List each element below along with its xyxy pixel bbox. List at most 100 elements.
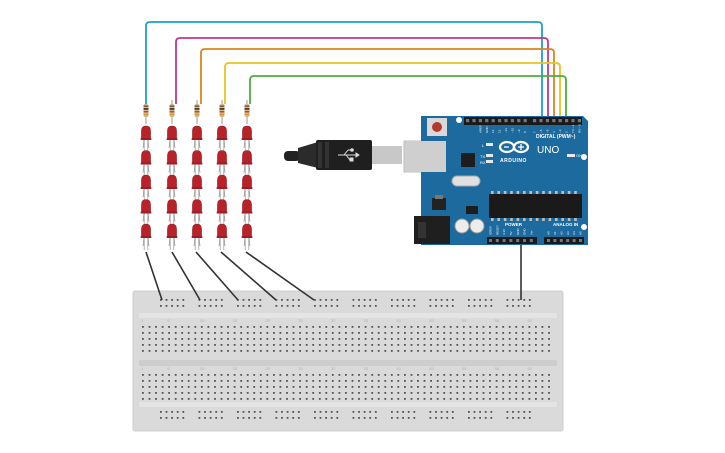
power-rail-hole[interactable] (402, 417, 404, 419)
breadboard-hole[interactable] (246, 398, 249, 400)
breadboard-hole[interactable] (200, 398, 203, 400)
breadboard-hole[interactable] (259, 398, 262, 400)
breadboard-hole[interactable] (410, 338, 413, 340)
breadboard-hole[interactable] (246, 386, 249, 388)
red-led[interactable] (217, 223, 227, 238)
breadboard-hole[interactable] (338, 344, 341, 346)
breadboard-hole[interactable] (417, 386, 419, 388)
power-rail-hole[interactable] (292, 417, 295, 419)
breadboard-hole[interactable] (436, 344, 439, 346)
breadboard-hole[interactable] (358, 344, 360, 346)
power-rail-hole[interactable] (479, 299, 481, 301)
breadboard-hole[interactable] (436, 380, 439, 382)
power-rail-hole[interactable] (523, 417, 526, 419)
breadboard-hole[interactable] (528, 344, 531, 346)
power-pin[interactable] (502, 239, 506, 242)
breadboard-hole[interactable] (495, 380, 498, 382)
power-rail-hole[interactable] (484, 299, 487, 301)
breadboard-hole[interactable] (404, 332, 406, 334)
breadboard-hole[interactable] (456, 344, 459, 346)
power-rail-hole[interactable] (204, 411, 206, 413)
power-rail-hole[interactable] (517, 417, 520, 419)
power-rail-hole[interactable] (319, 417, 322, 419)
breadboard-hole[interactable] (174, 380, 177, 382)
breadboard-hole[interactable] (436, 326, 439, 328)
power-rail-hole[interactable] (314, 299, 316, 301)
power-rail-hole[interactable] (182, 305, 185, 307)
header-pin[interactable] (466, 119, 470, 123)
red-led[interactable] (242, 223, 252, 238)
breadboard-hole[interactable] (482, 350, 485, 352)
breadboard-hole[interactable] (476, 332, 478, 334)
breadboard-hole[interactable] (502, 386, 505, 388)
breadboard-hole[interactable] (410, 392, 413, 394)
breadboard-hole[interactable] (240, 386, 243, 388)
breadboard-hole[interactable] (351, 338, 354, 340)
power-rail-hole[interactable] (176, 299, 179, 301)
breadboard-hole[interactable] (200, 350, 203, 352)
breadboard-hole[interactable] (292, 398, 295, 400)
breadboard-hole[interactable] (187, 398, 190, 400)
breadboard-hole[interactable] (312, 374, 315, 376)
breadboard-hole[interactable] (476, 398, 478, 400)
resistor[interactable] (219, 104, 225, 117)
power-rail-hole[interactable] (435, 305, 437, 307)
breadboard-hole[interactable] (345, 338, 347, 340)
breadboard-hole[interactable] (194, 350, 197, 352)
breadboard-hole[interactable] (482, 398, 485, 400)
breadboard-hole[interactable] (266, 374, 269, 376)
breadboard-hole[interactable] (214, 380, 216, 382)
breadboard-hole[interactable] (541, 332, 544, 334)
breadboard-hole[interactable] (377, 380, 380, 382)
breadboard-hole[interactable] (331, 380, 334, 382)
breadboard-hole[interactable] (266, 326, 269, 328)
breadboard-hole[interactable] (273, 338, 275, 340)
power-rail-hole[interactable] (451, 305, 454, 307)
power-rail-hole[interactable] (165, 305, 168, 307)
breadboard-hole[interactable] (443, 398, 446, 400)
breadboard-hole[interactable] (390, 338, 393, 340)
breadboard-hole[interactable] (417, 374, 419, 376)
power-rail-hole[interactable] (391, 299, 393, 301)
power-rail-hole[interactable] (429, 417, 432, 419)
breadboard-hole[interactable] (142, 332, 144, 334)
power-rail-hole[interactable] (473, 411, 476, 413)
breadboard-hole[interactable] (305, 386, 308, 388)
red-led[interactable] (167, 125, 177, 140)
power-rail-hole[interactable] (275, 305, 278, 307)
breadboard-hole[interactable] (194, 344, 197, 346)
breadboard-hole[interactable] (299, 338, 301, 340)
power-rail-hole[interactable] (182, 299, 185, 301)
breadboard-hole[interactable] (273, 386, 275, 388)
breadboard-hole[interactable] (495, 350, 498, 352)
power-rail-hole[interactable] (209, 299, 212, 301)
breadboard-hole[interactable] (469, 386, 472, 388)
breadboard-hole[interactable] (495, 326, 498, 328)
power-rail-hole[interactable] (352, 411, 355, 413)
breadboard-hole[interactable] (358, 392, 360, 394)
power-rail-hole[interactable] (220, 305, 223, 307)
breadboard-hole[interactable] (404, 386, 406, 388)
breadboard-hole[interactable] (515, 344, 518, 346)
power-rail-hole[interactable] (237, 305, 239, 307)
breadboard-hole[interactable] (227, 344, 229, 346)
power-rail-hole[interactable] (374, 417, 377, 419)
power-rail-hole[interactable] (512, 417, 514, 419)
power-rail-hole[interactable] (517, 299, 520, 301)
breadboard-hole[interactable] (482, 338, 485, 340)
breadboard-hole[interactable] (371, 398, 374, 400)
led-strip-3[interactable] (191, 100, 203, 250)
breadboard-hole[interactable] (240, 374, 243, 376)
breadboard-hole[interactable] (292, 374, 295, 376)
breadboard-hole[interactable] (200, 386, 203, 388)
power-rail-hole[interactable] (358, 417, 360, 419)
analog-pin[interactable] (579, 239, 582, 242)
breadboard-hole[interactable] (384, 332, 387, 334)
breadboard-hole[interactable] (351, 386, 354, 388)
breadboard-hole[interactable] (246, 338, 249, 340)
power-rail-hole[interactable] (237, 411, 239, 413)
power-rail-hole[interactable] (479, 417, 481, 419)
breadboard-hole[interactable] (227, 380, 229, 382)
breadboard-hole[interactable] (430, 326, 432, 328)
breadboard-hole[interactable] (358, 386, 360, 388)
